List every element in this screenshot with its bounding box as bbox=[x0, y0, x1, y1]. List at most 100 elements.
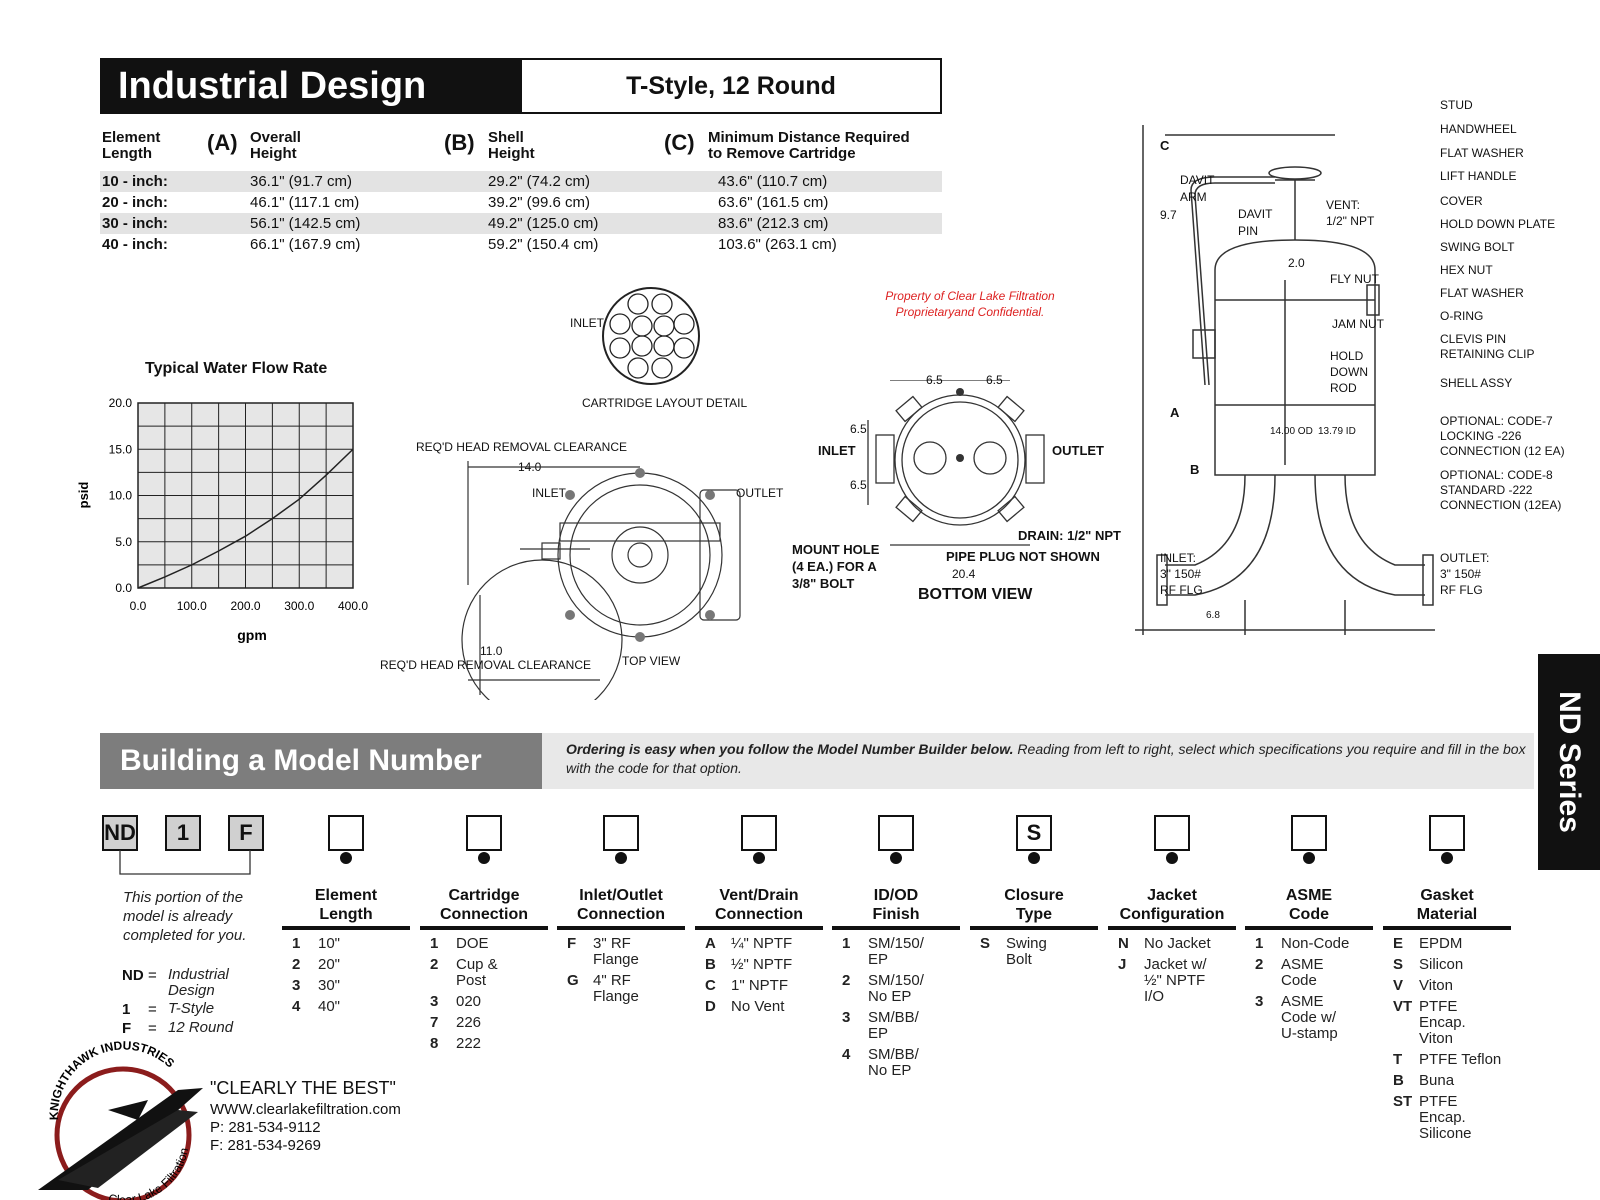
option-label: 222 bbox=[456, 1035, 482, 1052]
legend-text: 12 Round bbox=[168, 1019, 234, 1036]
chart-y-tick: 5.0 bbox=[115, 535, 132, 549]
option-label: PTFE Encap. Silicone bbox=[1419, 1093, 1472, 1142]
option-code: V bbox=[1393, 977, 1404, 994]
side-callout-label: SHELL ASSY bbox=[1440, 376, 1513, 390]
bottom-dim-6-5-d: 6.5 bbox=[850, 478, 867, 492]
option-label: 4" RF Flange bbox=[593, 972, 639, 1005]
column-connector-dot bbox=[753, 852, 765, 864]
builder-intro-bold: Ordering is easy when you follow the Mod… bbox=[566, 741, 1014, 757]
column-heading: Cartridge Connection bbox=[440, 887, 528, 923]
side-outlet: OUTLET: 3" 150# RF FLG bbox=[1440, 551, 1490, 597]
prefilled-legend: ND = Industrial Design 1 = T-Style F = 1… bbox=[122, 967, 282, 1039]
side-id: 13.79 ID bbox=[1318, 426, 1356, 437]
code-entry-box[interactable] bbox=[603, 815, 639, 851]
dim-col-overall-height: Overall Height bbox=[250, 129, 301, 162]
side-callout-label: HOLD DOWN PLATE bbox=[1440, 217, 1556, 231]
side-callout-label: FLAT WASHER bbox=[1440, 146, 1524, 160]
series-side-tab: ND Series bbox=[1538, 654, 1600, 870]
column-connector-dot bbox=[1028, 852, 1040, 864]
bottom-dim-6-5-b: 6.5 bbox=[986, 373, 1003, 387]
side-dim-a: A bbox=[1170, 405, 1180, 420]
side-davit-pin: DAVIT PIN bbox=[1238, 207, 1273, 238]
option-code: E bbox=[1393, 935, 1404, 952]
option-label: Viton bbox=[1419, 977, 1453, 994]
dim-b: 39.2" (99.6 cm) bbox=[488, 194, 591, 211]
dim-a: 46.1" (117.1 cm) bbox=[250, 194, 360, 211]
code-entry-box[interactable] bbox=[328, 815, 364, 851]
option-code: S bbox=[980, 935, 991, 952]
option-code: 4 bbox=[842, 1046, 851, 1063]
code-entry-box[interactable] bbox=[466, 815, 502, 851]
legend-text: T-Style bbox=[168, 1000, 215, 1017]
legend-text: Industrial Design bbox=[168, 966, 229, 999]
option-label: 1" NPTF bbox=[731, 977, 788, 994]
prefilled-box-1: 1 bbox=[165, 815, 201, 851]
bottom-view-caption: BOTTOM VIEW bbox=[918, 586, 1033, 603]
chart-y-tick: 20.0 bbox=[109, 396, 133, 410]
dim-col-min-distance: Minimum Distance Required to Remove Cart… bbox=[708, 129, 910, 162]
chart-y-tick: 0.0 bbox=[115, 581, 132, 595]
bottom-dim-6-5-a: 6.5 bbox=[926, 373, 943, 387]
dim-len: 40 - inch: bbox=[102, 236, 168, 253]
option-label: PTFE Encap. Viton bbox=[1419, 998, 1466, 1047]
side-callout-label: STUD bbox=[1440, 98, 1473, 112]
bottom-view-inlet: INLET bbox=[818, 443, 856, 458]
side-dim-9-7: 9.7 bbox=[1160, 208, 1177, 222]
column-rule bbox=[557, 926, 685, 930]
top-view-outlet: OUTLET bbox=[736, 486, 784, 500]
column-heading: ID/OD Finish bbox=[872, 887, 920, 923]
chart-ylabel: psid bbox=[76, 482, 91, 509]
code-entry-box[interactable] bbox=[1154, 815, 1190, 851]
bottom-view-outlet: OUTLET bbox=[1052, 443, 1104, 458]
dim-row-20: 20 - inch: 46.1" (117.1 cm) 39.2" (99.6 … bbox=[100, 192, 942, 213]
side-jam-nut: JAM NUT bbox=[1332, 317, 1384, 331]
dim-letter-c: (C) bbox=[664, 130, 695, 155]
code-entry-box[interactable] bbox=[741, 815, 777, 851]
option-code: B bbox=[1393, 1072, 1404, 1089]
dim-letter-a: (A) bbox=[207, 130, 238, 155]
dim-a: 36.1" (91.7 cm) bbox=[250, 173, 353, 190]
dim-b: 29.2" (74.2 cm) bbox=[488, 173, 591, 190]
option-code: 8 bbox=[430, 1035, 439, 1052]
code-entry-box[interactable] bbox=[878, 815, 914, 851]
side-callout-label: OPTIONAL: CODE-8 STANDARD -222 CONNECTIO… bbox=[1440, 468, 1562, 512]
bottom-dim-20-4: 20.4 bbox=[952, 567, 976, 581]
side-callout-label: HEX NUT bbox=[1440, 263, 1493, 277]
code-entry-box[interactable]: S bbox=[1016, 815, 1052, 851]
dim-c: 43.6" (110.7 cm) bbox=[718, 173, 828, 190]
option-label: Cup & Post bbox=[456, 956, 498, 989]
option-label: 10" bbox=[318, 935, 341, 952]
side-callout-label: O-RING bbox=[1440, 309, 1484, 323]
chart-xlabel: gpm bbox=[237, 627, 267, 643]
option-label: ¼" NPTF bbox=[731, 935, 793, 952]
code-entry-box[interactable] bbox=[1291, 815, 1327, 851]
legend-code: 1 bbox=[122, 1001, 131, 1018]
side-od: 14.00 OD bbox=[1270, 426, 1313, 437]
option-code: 1 bbox=[430, 935, 439, 952]
dim-len: 20 - inch: bbox=[102, 194, 168, 211]
option-code: 2 bbox=[842, 972, 851, 989]
option-code: 2 bbox=[292, 956, 301, 973]
column-connector-dot bbox=[1441, 852, 1453, 864]
code-entry-box[interactable] bbox=[1429, 815, 1465, 851]
column-connector-dot bbox=[1303, 852, 1315, 864]
column-rule bbox=[1245, 926, 1373, 930]
side-callout-label: OPTIONAL: CODE-7 LOCKING -226 CONNECTION… bbox=[1440, 414, 1565, 458]
bottom-dim-6-5-c: 6.5 bbox=[850, 422, 867, 436]
option-code: 7 bbox=[430, 1014, 439, 1031]
chart-y-tick: 10.0 bbox=[109, 489, 133, 503]
option-label: EPDM bbox=[1419, 935, 1463, 952]
dim-a: 66.1" (167.9 cm) bbox=[250, 236, 361, 253]
chart-title: Typical Water Flow Rate bbox=[145, 360, 328, 377]
footer-fax: F: 281-534-9269 bbox=[210, 1137, 321, 1154]
footer-website[interactable]: WWW.clearlakefiltration.com bbox=[210, 1101, 401, 1118]
dim-len: 30 - inch: bbox=[102, 215, 168, 232]
option-label: No Jacket bbox=[1144, 935, 1211, 952]
dim-row-40: 40 - inch: 66.1" (167.9 cm) 59.2" (150.4… bbox=[100, 234, 942, 255]
chart-x-tick: 200.0 bbox=[230, 599, 260, 613]
dim-row-10: 10 - inch: 36.1" (91.7 cm) 29.2" (74.2 c… bbox=[100, 171, 942, 192]
side-callout-label: CLEVIS PIN RETAINING CLIP bbox=[1440, 332, 1535, 361]
builder-intro-rest: Reading from left to right, select which… bbox=[566, 741, 1526, 776]
side-dim-6-8: 6.8 bbox=[1206, 610, 1220, 621]
